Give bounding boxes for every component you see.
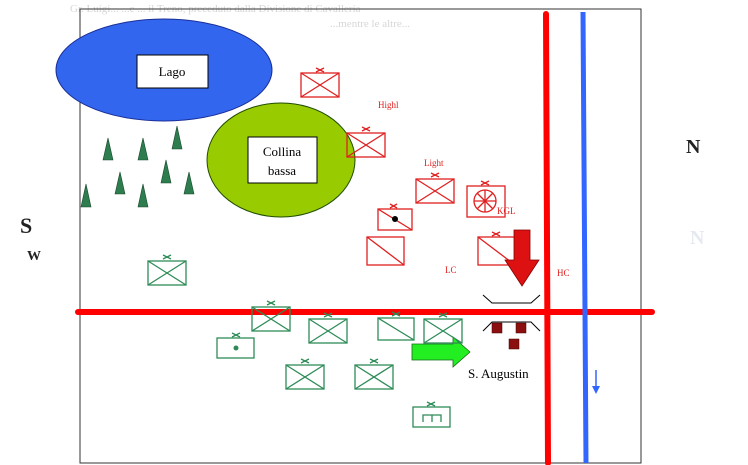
lake-label: Lago (159, 64, 186, 79)
red-unit-cavalry (366, 236, 405, 266)
label-highl: Highl (378, 100, 399, 110)
tree-icon (137, 137, 149, 161)
green-forces (147, 254, 463, 428)
green-unit-cavalry (377, 311, 415, 341)
town-buildings (491, 322, 527, 350)
green-unit-5 (354, 358, 394, 390)
hill-label-box (247, 136, 318, 184)
red-forces (300, 67, 516, 266)
tree-icon (137, 183, 149, 208)
tree-icon (160, 159, 172, 184)
green-unit-artillery (216, 332, 255, 359)
hill-label-line2: bassa (268, 163, 296, 178)
green-unit-1 (251, 300, 291, 332)
red-unit-highlanders (346, 126, 386, 158)
tree-icon (102, 137, 114, 161)
river-flow-arrow-icon (592, 370, 600, 394)
town-earthworks (482, 294, 541, 332)
faded-header-text-2: ...mentre le altre... (330, 18, 411, 30)
red-unit-light-infantry (415, 172, 455, 204)
red-advance-arrow (504, 229, 540, 287)
green-unit-3 (423, 312, 463, 344)
tree-icon (80, 183, 92, 208)
town-name: S. Augustin (468, 366, 529, 381)
green-unit-reserve (147, 254, 187, 286)
lake-label-box (136, 54, 209, 89)
green-advance-arrow (411, 336, 471, 368)
label-light: Light (424, 158, 444, 168)
river (580, 11, 589, 464)
label-lc: LC (445, 265, 457, 275)
hill-label-line1: Collina (263, 144, 302, 159)
tree-icon (114, 171, 126, 195)
map-frame (79, 8, 642, 464)
compass-north: N (686, 136, 701, 158)
green-unit-engineers (412, 401, 451, 428)
green-unit-2 (308, 312, 348, 344)
road-north-south (543, 11, 551, 465)
red-unit-artillery (377, 203, 413, 231)
label-hc: HC (557, 268, 570, 278)
compass-north-ghost: N (690, 227, 705, 249)
red-unit-infantry (300, 67, 340, 98)
tree-icon (183, 171, 195, 195)
forest (80, 125, 195, 208)
compass-south: S (20, 213, 32, 238)
green-unit-4 (285, 358, 325, 390)
label-kgl: KGL (497, 206, 516, 216)
compass-west: W (27, 249, 41, 264)
red-unit-kgl (466, 180, 506, 218)
tree-icon (171, 125, 183, 150)
